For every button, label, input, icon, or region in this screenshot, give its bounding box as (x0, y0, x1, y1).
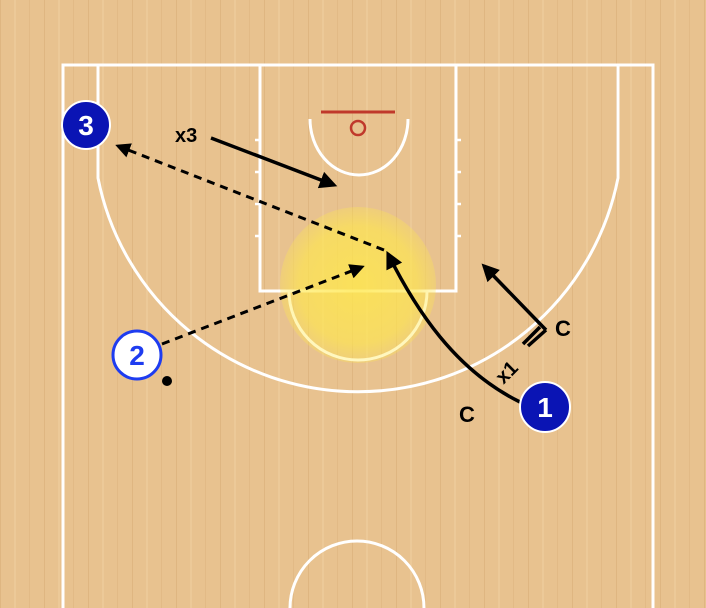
player-2: 2 (111, 329, 163, 381)
player-3: 3 (61, 100, 111, 150)
player-1: 1 (519, 381, 571, 433)
player1-cut-arrow (386, 250, 521, 404)
lane-hash-marks (255, 138, 461, 238)
x1-arrow (484, 266, 548, 348)
highlight-zone (280, 207, 436, 363)
player-3-marker (61, 100, 111, 150)
three-point-line (96, 65, 620, 394)
player-2-label: 2 (129, 340, 145, 371)
x3-label: x3 (175, 125, 197, 147)
player-3-label: 3 (78, 110, 94, 141)
rim (349, 119, 367, 137)
basket (321, 110, 395, 137)
pass-from-player2 (161, 264, 365, 346)
pass-to-player3 (115, 143, 385, 252)
pass-lines (115, 143, 385, 346)
x3-arrow (210, 136, 338, 189)
c-label-bottom: C (459, 402, 475, 427)
player-2-marker (111, 329, 163, 381)
player-1-marker (519, 381, 571, 433)
ball (162, 376, 172, 386)
restricted-area-arc (308, 118, 410, 177)
player-1-label: 1 (537, 392, 553, 423)
center-circle (288, 539, 426, 608)
movement-arrows (210, 136, 548, 404)
c-label-right: C (555, 316, 571, 341)
x1-screen-tick (521, 325, 542, 346)
